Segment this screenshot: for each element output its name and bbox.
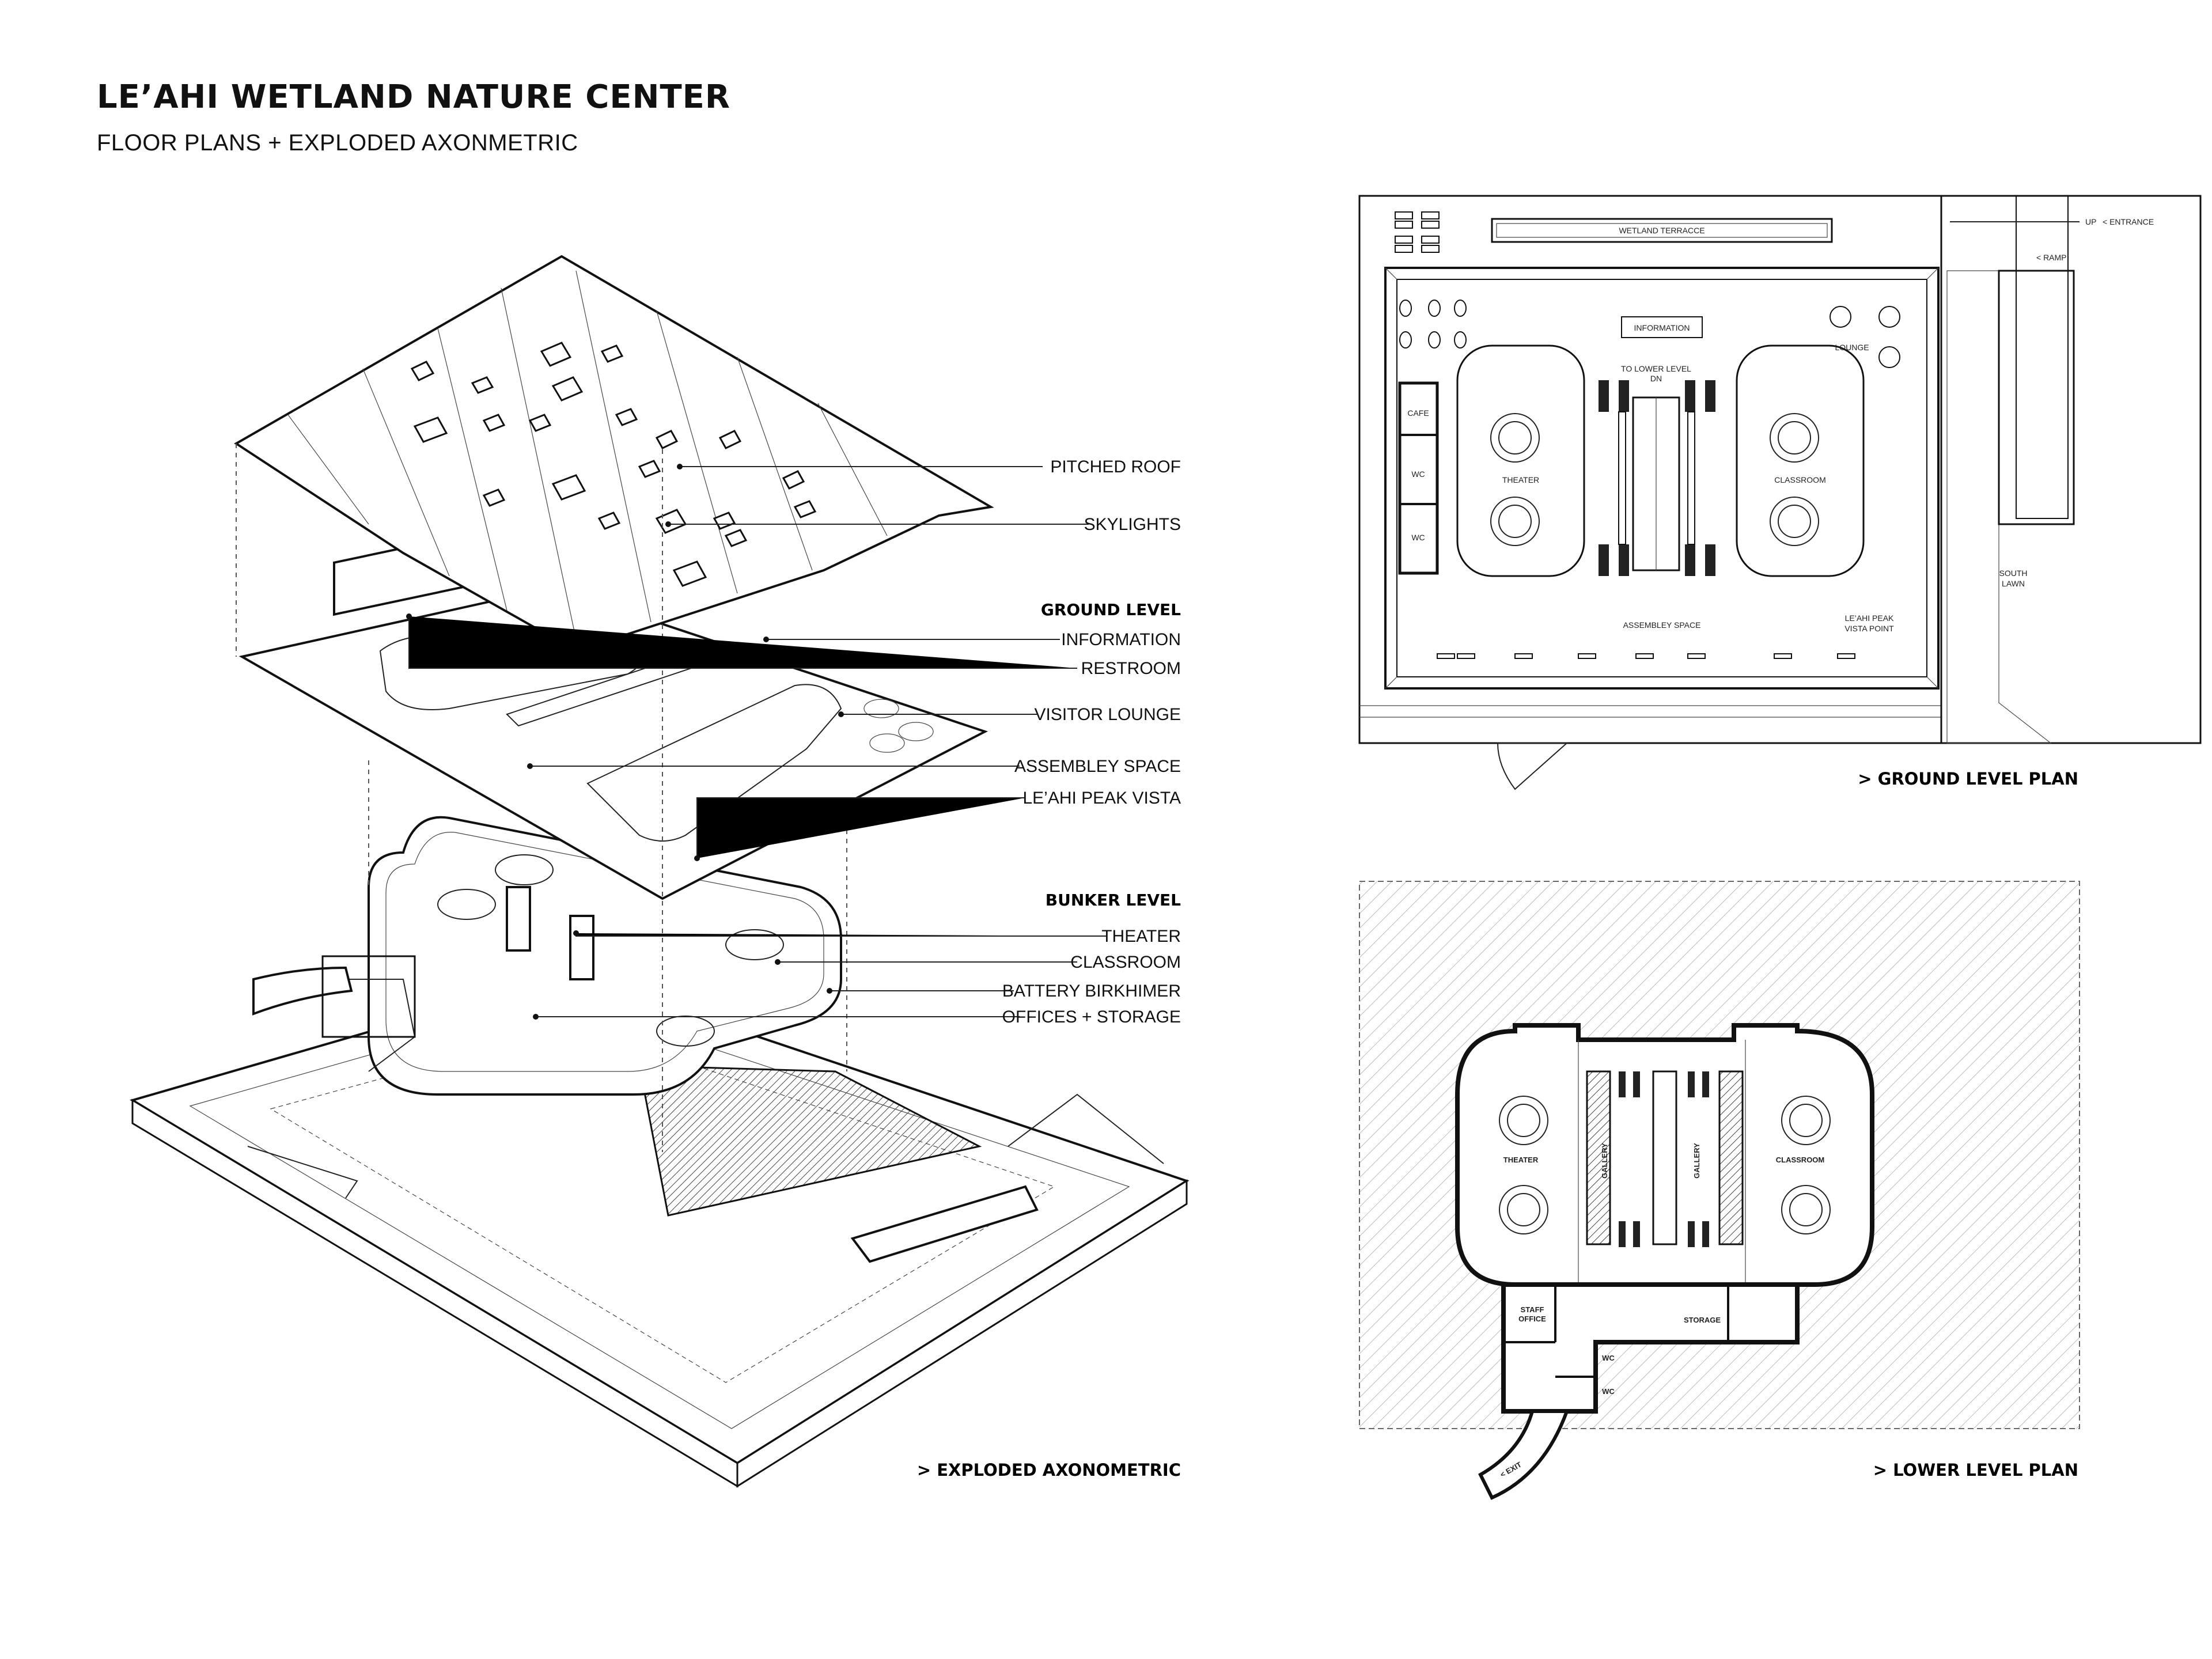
- label-restroom: RESTROOM: [1081, 659, 1181, 678]
- label-gallery-1: GALLERY: [1600, 1143, 1609, 1179]
- pitched-roof: [234, 255, 994, 653]
- stair-piers: [1599, 380, 1715, 576]
- page-title: LE’AHI WETLAND NATURE CENTER: [97, 78, 731, 116]
- projection-lines: [236, 444, 847, 1152]
- terrace-tables: [1395, 211, 1440, 253]
- label-wc-1: WC: [1411, 469, 1425, 479]
- label-information: INFORMATION: [1634, 323, 1690, 332]
- label-south-lawn-2: LAWN: [2002, 579, 2025, 588]
- label-assembly-space: ASSEMBLEY SPACE: [1623, 620, 1701, 630]
- label-vista-1: LE’AHI PEAK: [1845, 613, 1894, 623]
- lounge-chairs: [1830, 306, 1900, 368]
- label-vista-2: VISTA POINT: [1844, 624, 1894, 633]
- label-classroom: CLASSROOM: [1774, 475, 1825, 484]
- label-lower-classroom: CLASSROOM: [1776, 1156, 1825, 1164]
- label-lower-theater: THEATER: [1503, 1156, 1539, 1164]
- label-dn: DN: [1650, 374, 1662, 383]
- label-up: UP: [2085, 217, 2096, 226]
- label-battery: BATTERY BIRKHIMER: [1002, 982, 1181, 1001]
- bench-row: [1437, 653, 1855, 659]
- label-to-lower-level: TO LOWER LEVEL: [1621, 364, 1691, 373]
- label-peak-vista: LE’AHI PEAK VISTA: [1022, 789, 1181, 808]
- lower-level-plan: THEATER CLASSROOM GALLERY GALLERY STAFF …: [1359, 881, 2080, 1500]
- label-skylights: SKYLIGHTS: [1084, 515, 1181, 534]
- label-wc-2: WC: [1411, 533, 1425, 542]
- label-ground-level: GROUND LEVEL: [1041, 600, 1181, 619]
- label-wetland-terrace: WETLAND TERRACCE: [1619, 226, 1705, 235]
- label-bunker-level: BUNKER LEVEL: [1046, 891, 1181, 910]
- label-south-lawn-1: SOUTH: [1999, 569, 2028, 578]
- label-storage: STORAGE: [1684, 1316, 1721, 1324]
- leader-dots: [406, 464, 844, 1020]
- label-visitor-lounge: VISITOR LOUNGE: [1034, 705, 1181, 724]
- label-staff-2: OFFICE: [1518, 1315, 1546, 1323]
- caption-axonometric: > EXPLODED AXONOMETRIC: [917, 1460, 1181, 1480]
- label-theater: THEATER: [1502, 475, 1539, 484]
- caption-lower-plan: > LOWER LEVEL PLAN: [1873, 1460, 2078, 1480]
- cafe-tables: [1399, 300, 1467, 349]
- label-gallery-2: GALLERY: [1692, 1143, 1701, 1179]
- label-classroom: CLASSROOM: [1070, 953, 1181, 972]
- exploded-axonometric: PITCHED ROOF SKYLIGHTS GROUND LEVEL INFO…: [130, 255, 1190, 1488]
- gallery-piers: [1619, 1071, 1709, 1247]
- label-lower-wc-1: WC: [1602, 1354, 1615, 1362]
- label-offices: OFFICES + STORAGE: [1002, 1007, 1181, 1027]
- label-assembly-space: ASSEMBLEY SPACE: [1014, 757, 1181, 776]
- label-lounge: LOUNGE: [1835, 343, 1869, 352]
- label-cafe: CAFE: [1407, 408, 1429, 418]
- label-entrance: < ENTRANCE: [2103, 217, 2154, 226]
- label-information: INFORMATION: [1061, 630, 1181, 649]
- label-ramp: < RAMP: [2036, 253, 2067, 262]
- label-lower-wc-2: WC: [1602, 1387, 1615, 1396]
- skylight-openings: [410, 342, 817, 587]
- bunker-level-slab: [252, 816, 842, 1096]
- caption-ground-plan: > GROUND LEVEL PLAN: [1858, 769, 2078, 789]
- label-staff-1: STAFF: [1521, 1305, 1544, 1314]
- label-theater: THEATER: [1101, 927, 1181, 946]
- page-subtitle: FLOOR PLANS + EXPLODED AXONMETRIC: [97, 130, 578, 156]
- label-pitched-roof: PITCHED ROOF: [1050, 457, 1181, 476]
- ground-level-plan: WETLAND TERRACCE < ENTRANCE UP < RAMP IN…: [1358, 195, 2202, 790]
